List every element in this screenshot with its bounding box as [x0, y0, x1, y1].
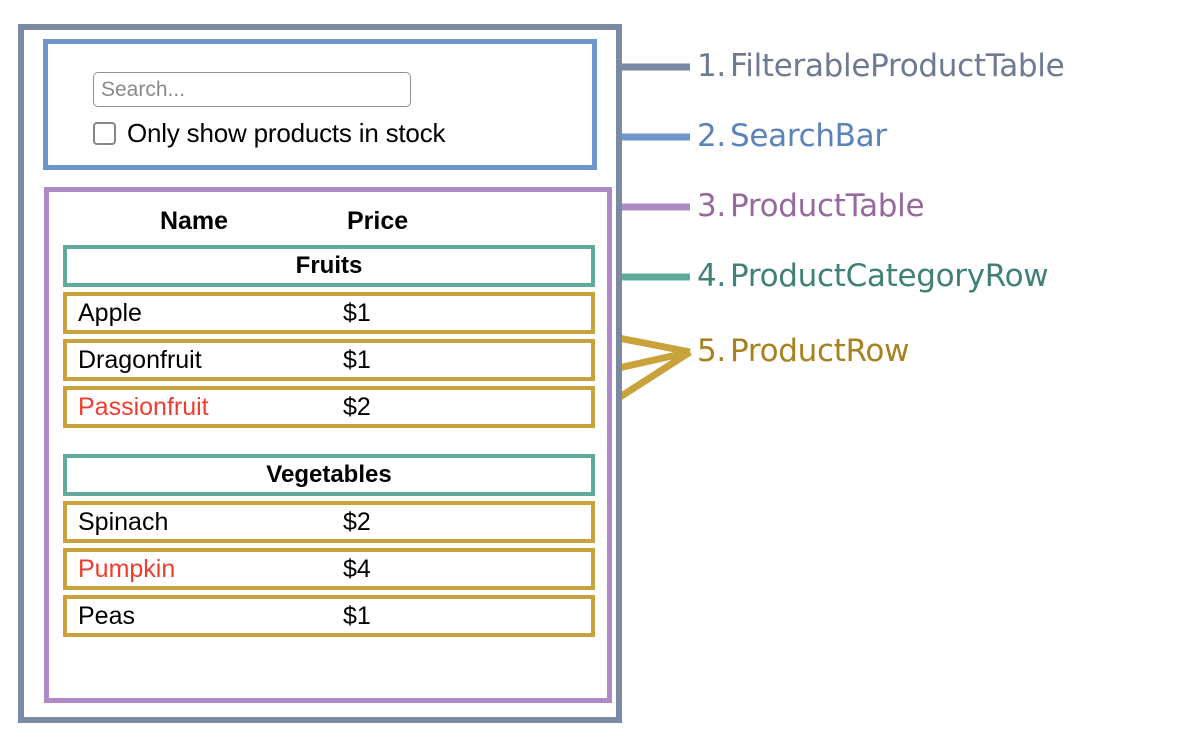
- filterable-product-table: Only show products in stock Name Price F…: [18, 24, 622, 723]
- search-input[interactable]: [93, 72, 411, 107]
- product-price: $1: [343, 601, 371, 630]
- column-header-price: Price: [347, 207, 409, 235]
- legend-item-searchbar: 2.SearchBar: [697, 121, 887, 152]
- legend-number: 4.: [697, 258, 726, 294]
- product-row[interactable]: Apple $1: [63, 292, 595, 334]
- product-row[interactable]: Spinach $2: [63, 501, 595, 543]
- legend-item-producttable: 3.ProductTable: [697, 188, 925, 224]
- product-name-out-of-stock: Passionfruit: [78, 392, 209, 421]
- product-price: $1: [343, 345, 371, 374]
- product-name: Peas: [78, 601, 135, 630]
- in-stock-filter[interactable]: Only show products in stock: [93, 118, 445, 149]
- legend-text: FilterableProductTable: [729, 48, 1065, 84]
- table-header-row: Name Price: [63, 198, 595, 245]
- product-price: $4: [343, 554, 371, 583]
- in-stock-checkbox[interactable]: [93, 122, 116, 145]
- product-category-row: Vegetables: [63, 454, 595, 496]
- legend-number: 3.: [697, 188, 726, 224]
- product-row[interactable]: Dragonfruit $1: [63, 339, 595, 381]
- product-name: Spinach: [78, 507, 169, 536]
- legend-number: 1.: [697, 48, 726, 84]
- legend-text: ProductTable: [729, 188, 925, 224]
- product-category-row: Fruits: [63, 245, 595, 287]
- product-name-out-of-stock: Pumpkin: [78, 554, 176, 583]
- product-name: Apple: [78, 298, 142, 327]
- legend-item-filterableproducttable: 1.FilterableProductTable: [697, 48, 1065, 84]
- product-table-inner: Name Price Fruits Apple $1 Dragonfruit $…: [63, 198, 595, 642]
- product-row[interactable]: Passionfruit $2: [63, 386, 595, 428]
- column-header-name: Name: [159, 207, 229, 235]
- product-price: $2: [343, 507, 371, 536]
- legend-text: SearchBar: [729, 118, 887, 154]
- search-bar: Only show products in stock: [43, 39, 597, 170]
- product-name: Dragonfruit: [78, 345, 202, 374]
- legend-item-productrow: 5.ProductRow: [697, 336, 909, 367]
- legend-item-productcategoryrow: 4.ProductCategoryRow: [697, 258, 1049, 294]
- in-stock-label: Only show products in stock: [127, 118, 446, 148]
- legend-text: ProductCategoryRow: [729, 258, 1049, 294]
- legend-text: ProductRow: [729, 333, 910, 369]
- product-table: Name Price Fruits Apple $1 Dragonfruit $…: [44, 187, 612, 703]
- product-row[interactable]: Pumpkin $4: [63, 548, 595, 590]
- legend-number: 2.: [697, 118, 726, 154]
- product-price: $1: [343, 298, 371, 327]
- product-price: $2: [343, 392, 371, 421]
- product-row[interactable]: Peas $1: [63, 595, 595, 637]
- legend-number: 5.: [697, 333, 726, 369]
